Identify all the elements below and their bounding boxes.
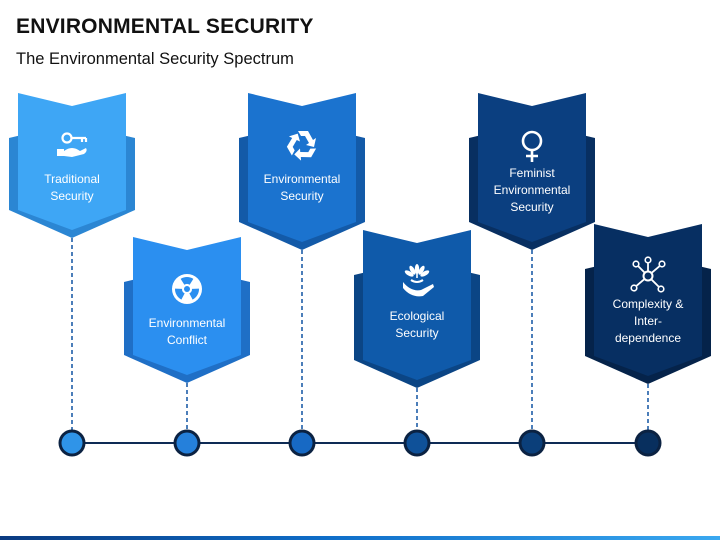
chevron-panel (594, 224, 702, 376)
timeline-node (58, 429, 86, 457)
item-label: Conflict (167, 333, 208, 347)
item-label: Environmental (149, 316, 226, 330)
chevron-panel (18, 93, 126, 230)
item-label: Security (395, 326, 438, 340)
chevron-panel (363, 230, 471, 380)
radiation-icon (172, 274, 202, 304)
item-label: Feminist (509, 166, 555, 180)
item-label: Ecological (390, 309, 445, 323)
item-label: Traditional (44, 172, 100, 186)
timeline-node (288, 429, 316, 457)
timeline-node (173, 429, 201, 457)
spectrum-item: Complexity & Inter-dependence (585, 224, 711, 384)
female-symbol-icon (521, 130, 543, 162)
timeline-node (403, 429, 431, 457)
chevron-panel (248, 93, 356, 242)
plant-hand-icon (403, 264, 434, 297)
page-subtitle: The Environmental Security Spectrum (16, 50, 294, 68)
item-label: Security (50, 189, 93, 203)
footer-bar (0, 536, 720, 540)
item-label: Environmental (494, 183, 571, 197)
timeline-node (518, 429, 546, 457)
item-label: Inter- (634, 314, 662, 328)
item-label: Security (510, 200, 553, 214)
timeline-node (634, 429, 662, 457)
chevron-panel (478, 93, 586, 242)
recycle-icon (286, 131, 317, 161)
page-title: ENVIRONMENTAL SECURITY (16, 15, 314, 38)
chevron-panel (133, 237, 241, 375)
item-label: Complexity & (613, 297, 684, 311)
item-label: Environmental (264, 172, 341, 186)
item-label: dependence (615, 331, 681, 345)
item-label: Security (280, 189, 323, 203)
key-hand-icon (57, 132, 88, 157)
network-icon (630, 256, 666, 293)
